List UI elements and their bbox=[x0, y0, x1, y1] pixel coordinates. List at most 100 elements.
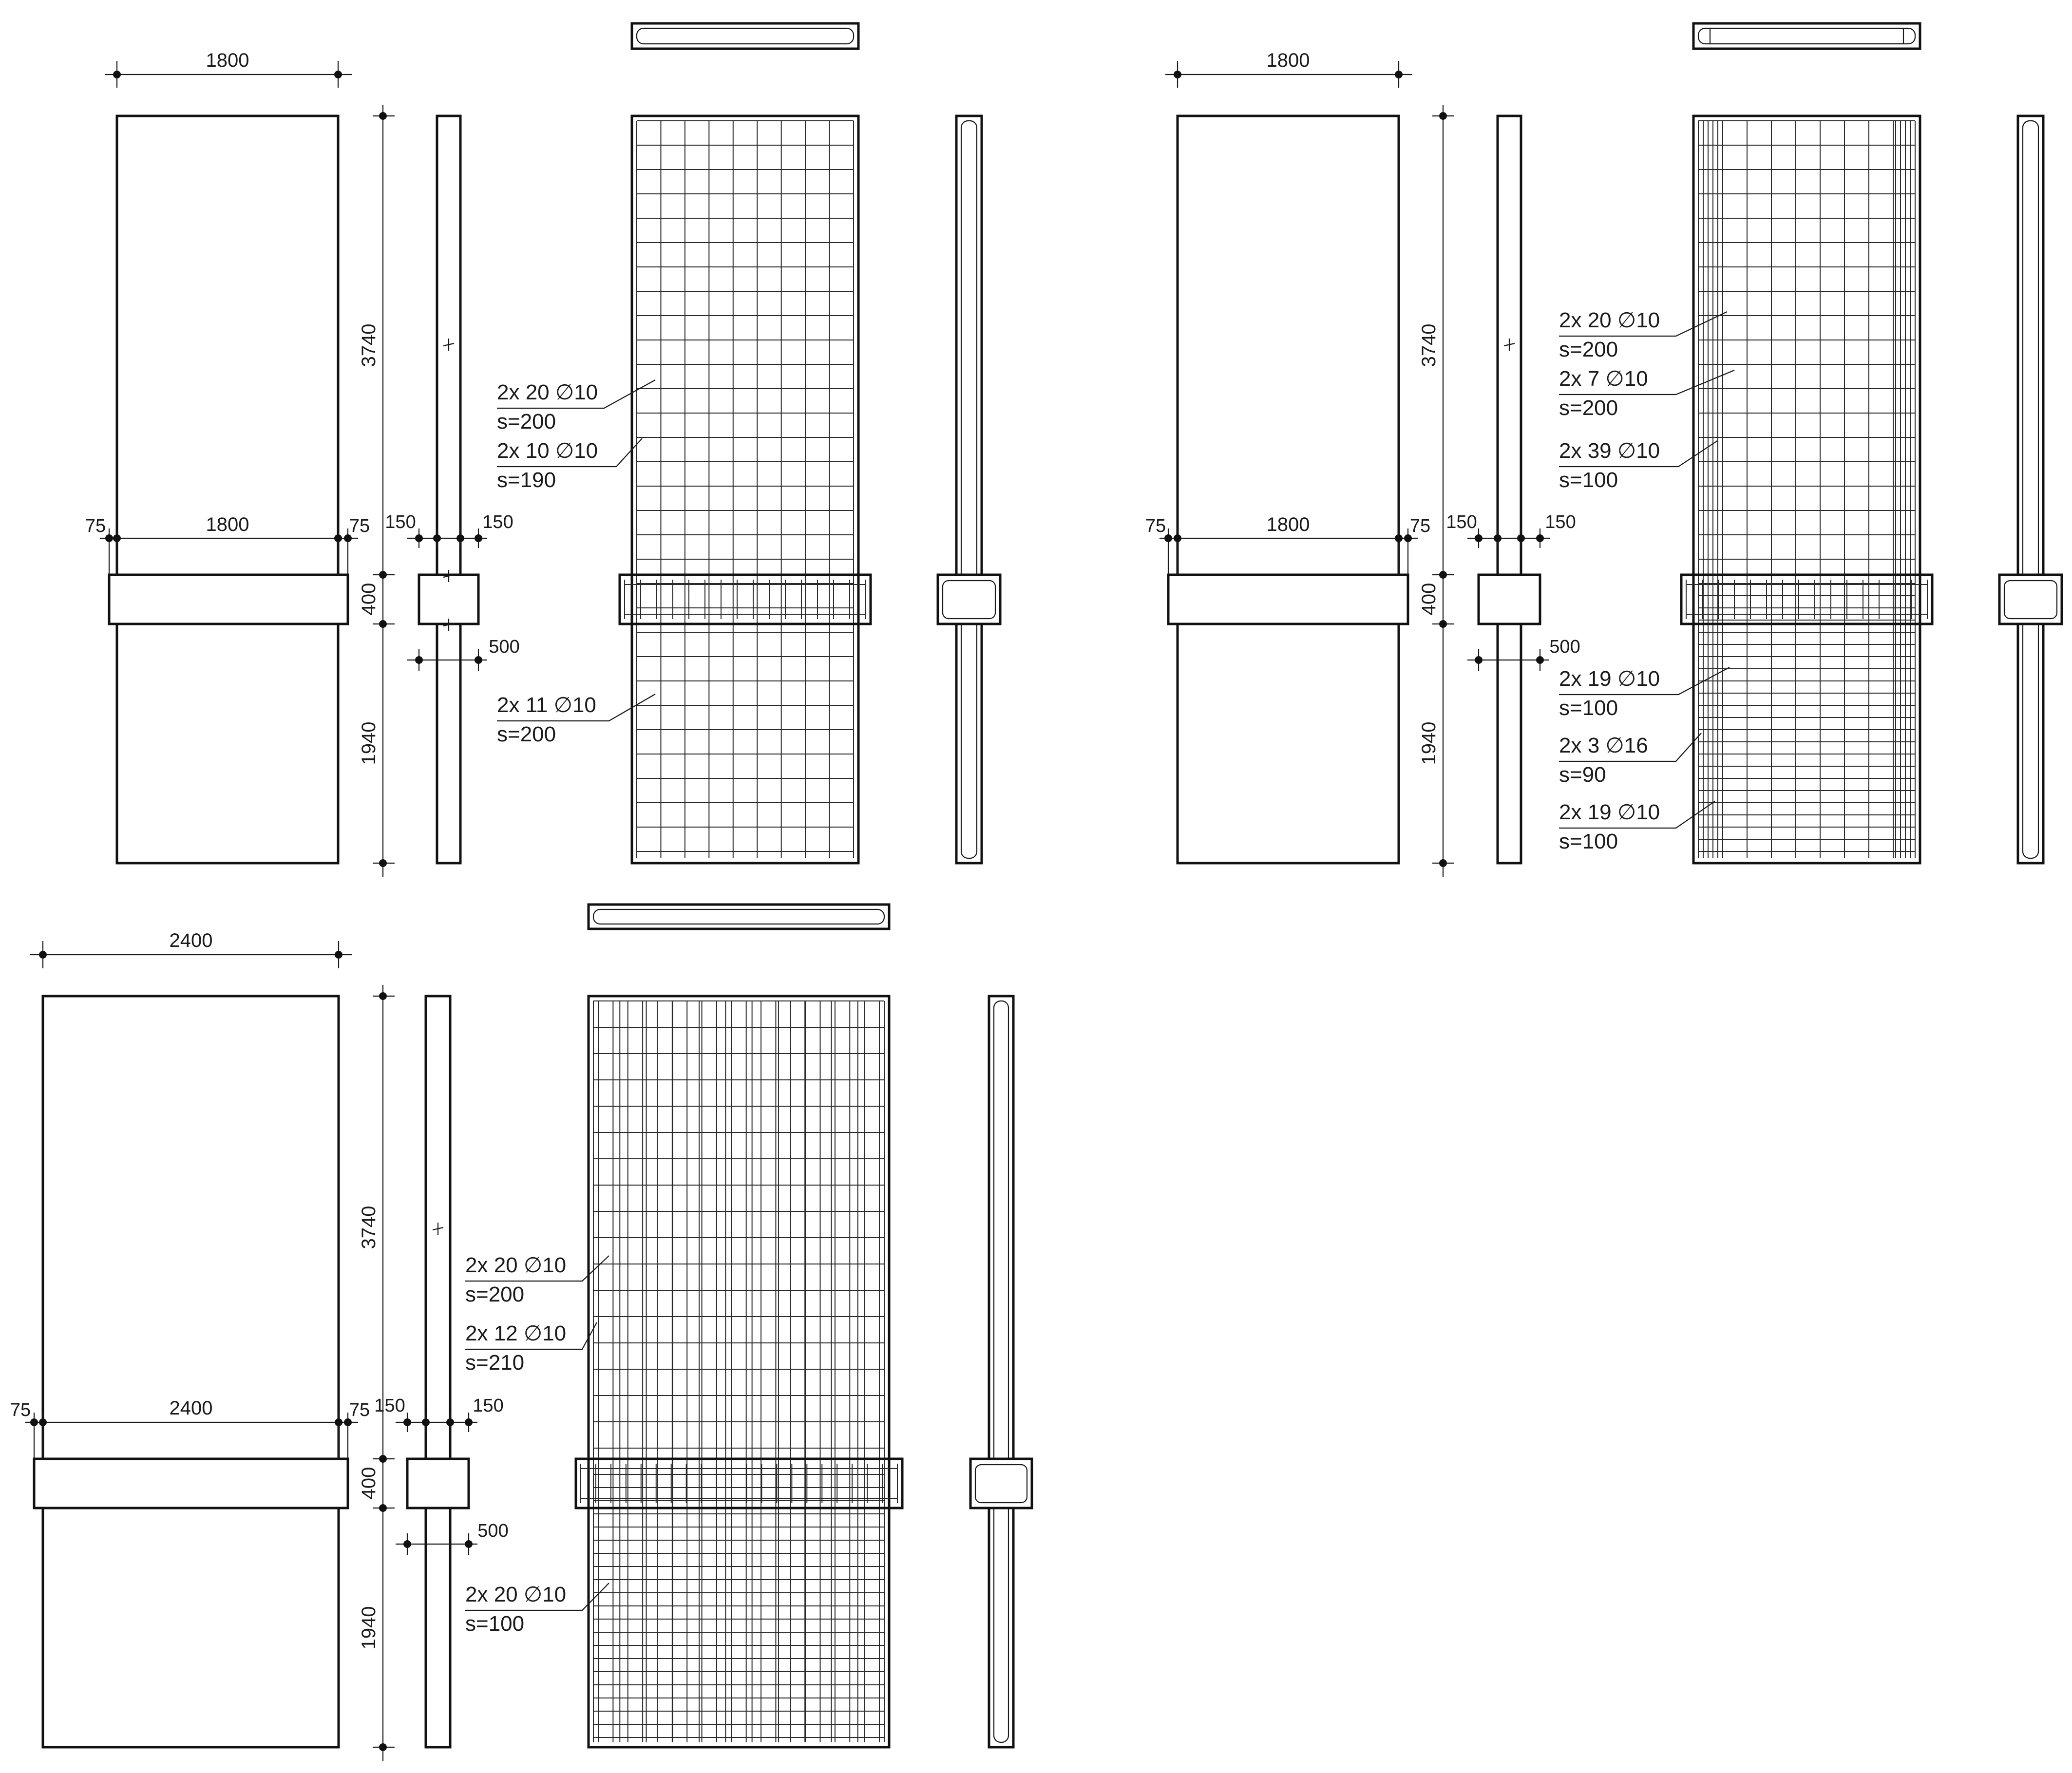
wall-2-side-section: 150 150 500 bbox=[1446, 114, 1580, 865]
dim-label: 1800 bbox=[1267, 514, 1310, 535]
rebar-callout: 2x 20 ∅10 s=200 bbox=[497, 379, 656, 434]
rebar-spacing: s=200 bbox=[1559, 338, 1618, 361]
rebar-spacing: s=200 bbox=[1559, 396, 1618, 420]
dim-label: 75 bbox=[1410, 516, 1430, 536]
rebar-callout: 2x 19 ∅10 s=100 bbox=[1559, 667, 1730, 720]
dim-label: 150 bbox=[385, 512, 416, 532]
dim-beam-width-1: 1800 75 75 bbox=[85, 514, 370, 575]
rebar-callout: 2x 20 ∅10 s=100 bbox=[465, 1583, 609, 1636]
wall-2-plan-section bbox=[1692, 22, 1921, 50]
rebar-spacing: s=200 bbox=[497, 722, 556, 746]
wall-1-beam bbox=[108, 573, 349, 625]
dim-label: 500 bbox=[477, 1521, 508, 1541]
rebar-callout: 2x 11 ∅10 s=200 bbox=[497, 693, 656, 746]
wall-2-end-section bbox=[1998, 114, 2063, 865]
dim-label: 1800 bbox=[206, 514, 249, 535]
dim-label: 1940 bbox=[358, 1606, 380, 1650]
dim-beam-width-2: 1800 75 75 bbox=[1145, 514, 1430, 575]
dim-label: 400 bbox=[358, 583, 380, 616]
dim-label: 1800 bbox=[206, 50, 249, 71]
rebar-spacing: s=100 bbox=[1559, 830, 1618, 853]
wall-1-elevation bbox=[108, 114, 349, 865]
rebar-count: 2x 20 ∅10 bbox=[497, 380, 598, 404]
wall-panel-1: 1800 1800 75 75 3740 400 1940 bbox=[85, 22, 1002, 877]
wall-panel-2: 1800 1800 75 75 3740 400 1940 bbox=[1145, 22, 2063, 877]
rebar-callouts-1: 2x 20 ∅10 s=200 2x 10 ∅10 s=190 2x 11 ∅1… bbox=[497, 379, 656, 746]
rebar-count: 2x 10 ∅10 bbox=[497, 439, 598, 463]
wall-1-rebar-mesh bbox=[618, 114, 872, 865]
rebar-spacing: s=200 bbox=[465, 1283, 524, 1306]
rebar-spacing: s=100 bbox=[1559, 696, 1618, 720]
wall-3-side-section: 150 150 500 bbox=[374, 995, 509, 1749]
dim-label: 75 bbox=[10, 1400, 31, 1420]
rebar-callout: 2x 12 ∅10 s=210 bbox=[465, 1321, 597, 1375]
wall-1-end-section bbox=[936, 114, 1002, 865]
rebar-count: 2x 7 ∅10 bbox=[1559, 367, 1648, 391]
wall-1-side-section: 150 150 500 bbox=[385, 114, 520, 865]
dim-label: 3740 bbox=[1418, 324, 1440, 367]
dim-heights-1: 3740 400 1940 bbox=[358, 105, 395, 877]
dim-label: 75 bbox=[349, 1400, 370, 1420]
dim-label: 150 bbox=[1545, 512, 1576, 532]
rebar-callout: 2x 39 ∅10 s=100 bbox=[1559, 439, 1718, 492]
dim-label: 2400 bbox=[170, 1397, 213, 1419]
wall-3-outline bbox=[41, 995, 340, 1749]
rebar-spacing: s=90 bbox=[1559, 763, 1606, 787]
rebar-count: 2x 39 ∅10 bbox=[1559, 439, 1660, 463]
wall-2-rebar-mesh bbox=[1680, 114, 1934, 865]
rebar-spacing: s=200 bbox=[497, 410, 556, 434]
rebar-count: 2x 19 ∅10 bbox=[1559, 800, 1660, 824]
rebar-spacing: s=190 bbox=[497, 468, 556, 492]
dim-label: 75 bbox=[1145, 516, 1166, 536]
wall-1-outline bbox=[115, 114, 340, 865]
rebar-count: 2x 20 ∅10 bbox=[465, 1583, 566, 1606]
wall-1-plan-section bbox=[630, 22, 860, 50]
wall-2-outline bbox=[1176, 114, 1400, 865]
rebar-count: 2x 20 ∅10 bbox=[1559, 308, 1660, 332]
dim-top-width-1: 1800 bbox=[105, 50, 352, 88]
dim-label: 150 bbox=[482, 512, 513, 532]
rebar-count: 2x 20 ∅10 bbox=[465, 1253, 566, 1277]
dim-label: 75 bbox=[349, 516, 370, 536]
wall-panel-3: 2400 2400 75 75 3740 400 1940 bbox=[10, 903, 1033, 1761]
rebar-spacing: s=100 bbox=[465, 1612, 524, 1636]
dim-beam-width-3: 2400 75 75 bbox=[10, 1397, 370, 1459]
rebar-count: 2x 11 ∅10 bbox=[497, 693, 596, 717]
dim-top-width-2: 1800 bbox=[1165, 50, 1412, 88]
rebar-count: 2x 3 ∅16 bbox=[1559, 734, 1648, 757]
dim-label: 400 bbox=[358, 1467, 380, 1500]
wall-3-rebar-mesh bbox=[574, 995, 904, 1749]
rebar-spacing: s=210 bbox=[465, 1351, 524, 1375]
dim-label: 150 bbox=[473, 1396, 503, 1416]
dim-label: 400 bbox=[1418, 583, 1440, 616]
rebar-callout: 2x 7 ∅10 s=200 bbox=[1559, 367, 1735, 420]
dim-label: 500 bbox=[489, 637, 519, 657]
dim-label: 1940 bbox=[1418, 722, 1440, 765]
wall-3-plan-section bbox=[587, 903, 891, 930]
dim-heights-3: 3740 400 1940 bbox=[358, 985, 395, 1761]
wall-2-beam bbox=[1167, 573, 1409, 625]
rebar-count: 2x 12 ∅10 bbox=[465, 1321, 566, 1345]
wall-3-beam bbox=[33, 1457, 349, 1509]
dim-label: 500 bbox=[1549, 637, 1580, 657]
rebar-callout: 2x 19 ∅10 s=100 bbox=[1559, 800, 1715, 853]
dim-label: 150 bbox=[374, 1396, 405, 1416]
dim-heights-2: 3740 400 1940 bbox=[1418, 105, 1454, 877]
dim-label: 3740 bbox=[358, 324, 380, 367]
rebar-spacing: s=100 bbox=[1559, 468, 1618, 492]
rebar-callout: 2x 10 ∅10 s=190 bbox=[497, 438, 643, 492]
rebar-callouts-3: 2x 20 ∅10 s=200 2x 12 ∅10 s=210 2x 20 ∅1… bbox=[465, 1253, 609, 1636]
dim-label: 1940 bbox=[358, 722, 380, 765]
rebar-callout: 2x 3 ∅16 s=90 bbox=[1559, 733, 1702, 787]
rebar-callout: 2x 20 ∅10 s=200 bbox=[465, 1253, 609, 1306]
dim-label: 75 bbox=[85, 516, 106, 536]
wall-2-elevation bbox=[1167, 114, 1409, 865]
rebar-callout: 2x 20 ∅10 s=200 bbox=[1559, 308, 1728, 361]
dim-label: 150 bbox=[1446, 512, 1477, 532]
dim-label: 2400 bbox=[170, 930, 213, 951]
dim-top-width-3: 2400 bbox=[30, 930, 352, 968]
dim-label: 3740 bbox=[358, 1206, 380, 1249]
wall-3-end-section bbox=[969, 995, 1033, 1749]
dim-label: 1800 bbox=[1267, 50, 1310, 71]
